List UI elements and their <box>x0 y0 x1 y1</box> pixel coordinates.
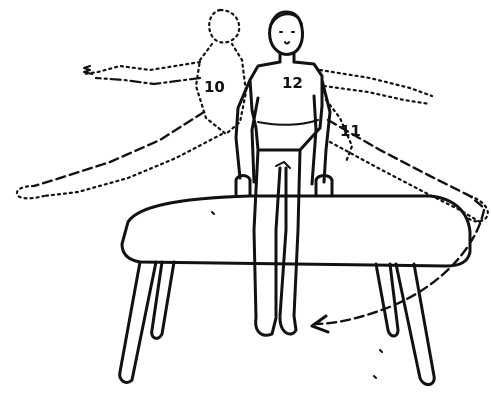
main-leg-right <box>294 150 300 316</box>
horse-leg-front-left <box>120 262 156 382</box>
label-position-12: 12 <box>282 76 303 91</box>
ghost-leg-upper <box>34 112 204 186</box>
ghost-arm-left-lower <box>96 78 200 84</box>
ghost-arm-left <box>84 62 200 74</box>
ghost-figure-10 <box>17 10 246 198</box>
main-leg-inner-right <box>280 168 286 316</box>
stray-mark-1 <box>380 350 382 352</box>
ghost-head <box>209 10 239 43</box>
ghost-figure-11 <box>312 70 488 332</box>
label-position-11: 11 <box>340 124 361 139</box>
ghost-foot-left <box>17 186 44 198</box>
main-arm-left <box>236 80 250 178</box>
stray-mark-2 <box>374 376 376 378</box>
ghost-leg-right-lower <box>330 142 480 222</box>
trajectory-arc <box>314 210 484 324</box>
main-leg-inner <box>276 168 280 316</box>
main-figure-12 <box>236 12 330 335</box>
horse-leg-front-right <box>396 264 434 385</box>
main-crotch <box>276 162 290 168</box>
pommel-left <box>236 176 250 197</box>
ghost-arm-right <box>320 70 432 96</box>
main-belt <box>258 120 318 125</box>
ghost-hand-left <box>84 66 92 74</box>
main-arm-right-inner <box>312 96 316 184</box>
horse-mark <box>212 212 214 214</box>
main-foot-right <box>280 316 296 334</box>
horse-leg-back-right <box>376 264 398 336</box>
main-foot-left <box>256 318 276 335</box>
label-position-10: 10 <box>204 80 225 95</box>
ghost-leg-lower <box>44 134 222 196</box>
main-mouth <box>285 42 289 44</box>
